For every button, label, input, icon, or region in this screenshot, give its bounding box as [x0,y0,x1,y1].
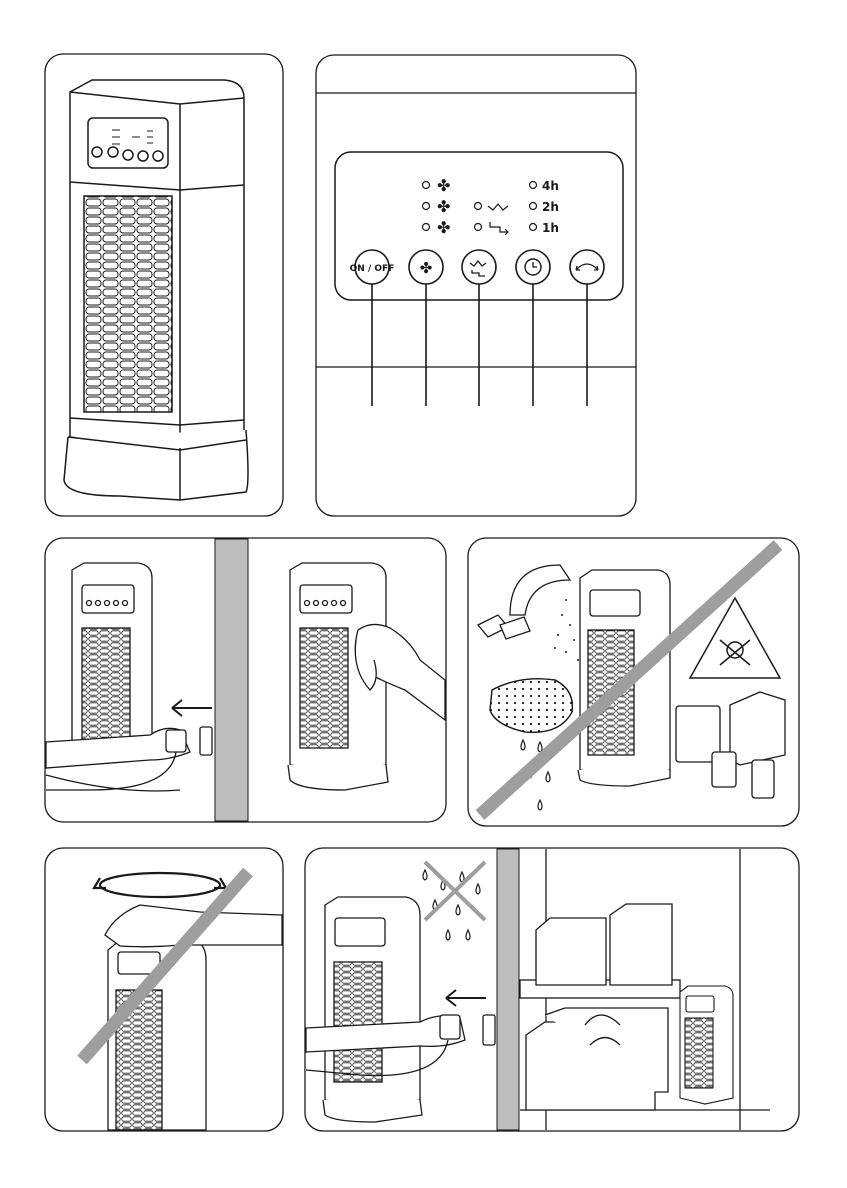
wall-divider [215,539,248,821]
timer-1h-label: 1h [542,221,559,235]
water-spray [554,599,579,661]
swing-button[interactable] [570,250,604,284]
storage-boxes [526,904,672,1110]
mode-button[interactable] [462,250,496,284]
mode-indicators [475,203,509,236]
panel-do-not-cover [45,848,283,1131]
heater-unplug [323,897,422,1122]
faucet-icon [478,565,570,639]
fan-speed-button[interactable]: ✤ [409,250,443,284]
eco-mode-icon [490,222,508,235]
fan-medium-icon: ✤ [437,199,450,216]
panel-unplug-and-wipe [45,538,446,822]
wall-divider [497,849,519,1130]
power-button[interactable]: ON / OFF [350,250,395,284]
chemical-containers [676,692,785,798]
heat-rotation-arrows [94,873,226,897]
fan-speed-indicators [423,182,430,231]
callout-lines [372,284,587,406]
sponge-icon [490,679,572,733]
panel-unplug-and-store [305,848,799,1131]
heater-small-left [72,563,152,752]
unplug-arrow [172,700,212,716]
unplug-arrow [446,990,486,1006]
no-water-drops-icon [423,862,485,940]
heater-illustration [64,80,248,500]
timer-indicators: 4h 2h 1h [530,179,559,235]
panel-no-water-no-chemicals [468,538,799,826]
fan-level-icons: ✤ ✤ ✤ [437,178,450,237]
timer-2h-label: 2h [542,200,559,214]
hand-unplugging [46,727,212,791]
timer-button[interactable] [516,250,550,284]
fan-speed-icon: ✤ [420,260,433,277]
panel-control-detail: ✤ ✤ ✤ 4h 2h 1h ON / OFF ✤ [316,55,636,516]
comfort-mode-icon [488,204,508,210]
heater-stored [680,986,733,1104]
timer-4h-label: 4h [542,179,559,193]
panel-heater-overview [45,54,283,516]
fan-low-icon: ✤ [437,220,450,237]
svg-text:ON / OFF: ON / OFF [350,264,395,274]
fan-high-icon: ✤ [437,178,450,195]
